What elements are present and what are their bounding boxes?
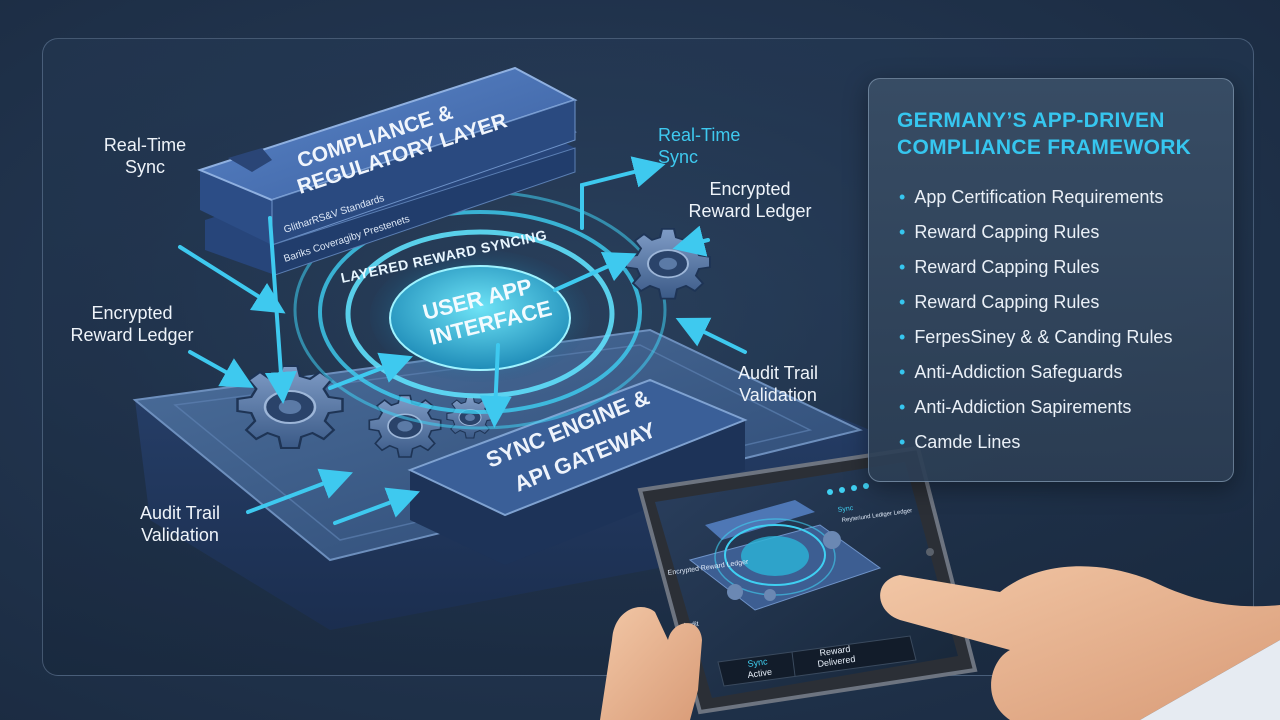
label-audit-trail-right: Audit Trail Validation xyxy=(737,363,819,405)
list-item: • Anti-Addiction Sapirements xyxy=(899,393,1172,428)
label-encrypted-ledger-left: Encrypted Reward Ledger xyxy=(70,303,194,345)
list-item-label: Reward Capping Rules xyxy=(914,222,1100,242)
list-item: • Reward Capping Rules xyxy=(899,218,1172,253)
list-item-label: Anti-Addiction Sapirements xyxy=(914,397,1132,417)
label-audit-trail-left: Audit Trail Validation xyxy=(139,503,221,545)
list-item-label: FerpesSiney & & Canding Rules xyxy=(914,327,1173,347)
list-item-label: Camde Lines xyxy=(914,432,1021,452)
compliance-framework-panel: Germany’s App-Driven Compliance Framewor… xyxy=(868,78,1234,482)
tablet-status-active: Active xyxy=(747,667,773,680)
bullet-icon: • xyxy=(899,257,906,277)
compliance-layer-stack: COMPLIANCE & REGULATORY LAYER GlitharRS&… xyxy=(197,66,578,276)
list-item: • Reward Capping Rules xyxy=(899,288,1172,323)
list-item: • Reward Capping Rules xyxy=(899,253,1172,288)
tablet-status-reward: Reward xyxy=(819,644,851,658)
bullet-icon: • xyxy=(899,187,906,207)
bullet-icon: • xyxy=(899,432,906,452)
list-item-label: App Certification Requirements xyxy=(914,187,1164,207)
list-item-label: Reward Capping Rules xyxy=(914,257,1100,277)
panel-title-line-2: Compliance Framework xyxy=(897,136,1192,159)
list-item: • FerpesSiney & & Canding Rules xyxy=(899,323,1172,358)
label-encrypted-ledger-right: Encrypted Reward Ledger xyxy=(688,179,812,221)
list-item-label: Anti-Addiction Safeguards xyxy=(914,362,1123,382)
left-hand xyxy=(600,607,702,720)
flow-arrows xyxy=(178,156,747,525)
list-item: • Anti-Addiction Safeguards xyxy=(899,358,1172,393)
panel-title: Germany’s App-Driven Compliance Framewor… xyxy=(897,107,1217,161)
label-realtime-sync-right: Real-Time Sync xyxy=(658,125,741,167)
framework-list: • App Certification Requirements • Reward … xyxy=(899,183,1172,463)
tablet-mini-sync: Sync xyxy=(837,505,854,514)
list-item: • Camde Lines xyxy=(899,428,1172,463)
bullet-icon: • xyxy=(899,327,906,347)
bullet-icon: • xyxy=(899,362,906,382)
list-item: • App Certification Requirements xyxy=(899,183,1172,218)
bullet-icon: • xyxy=(899,397,906,417)
right-hand-pointing xyxy=(880,566,1280,720)
tablet-status-sync: Sync xyxy=(747,656,769,669)
label-realtime-sync-left: Real-Time Sync xyxy=(103,135,187,177)
panel-title-line-1: Germany’s App-Driven xyxy=(897,109,1165,132)
list-item-label: Reward Capping Rules xyxy=(914,292,1100,312)
bullet-icon: • xyxy=(899,292,906,312)
ledger-gear-icon xyxy=(625,227,711,300)
tablet-device: Sync Active Reward Delivered Encrypted R… xyxy=(637,445,978,715)
bullet-icon: • xyxy=(899,222,906,242)
